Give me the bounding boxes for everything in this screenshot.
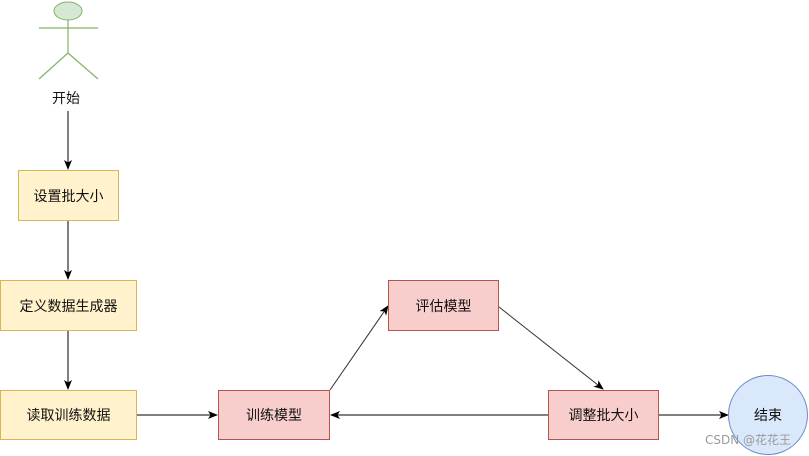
node-adjust-batch-size[interactable]: 调整批大小: [548, 390, 659, 440]
node-end[interactable]: 结束: [728, 375, 808, 455]
node-read-training-data[interactable]: 读取训练数据: [0, 390, 137, 440]
node-evaluate-model-label: 评估模型: [415, 298, 472, 315]
node-read-training-data-label: 读取训练数据: [26, 408, 111, 424]
node-evaluate-model[interactable]: 评估模型: [388, 280, 499, 331]
start-actor-icon: [38, 1, 99, 80]
node-define-data-generator-label: 定义数据生成器: [19, 298, 118, 315]
node-adjust-batch-size-label: 调整批大小: [568, 408, 639, 424]
edge-train-to-evaluate: [329, 305, 389, 391]
watermark-text: CSDN @花花王: [704, 433, 791, 447]
node-train-model-label: 训练模型: [246, 408, 302, 424]
node-start-label: 开始: [52, 91, 80, 107]
node-set-batch-size-label: 设置批大小: [33, 188, 104, 205]
node-define-data-generator[interactable]: 定义数据生成器: [0, 280, 137, 331]
node-set-batch-size[interactable]: 设置批大小: [18, 170, 119, 221]
node-train-model[interactable]: 训练模型: [218, 390, 330, 440]
node-end-label: 结束: [754, 408, 782, 424]
edge-evaluate-to-adjust: [498, 306, 604, 390]
